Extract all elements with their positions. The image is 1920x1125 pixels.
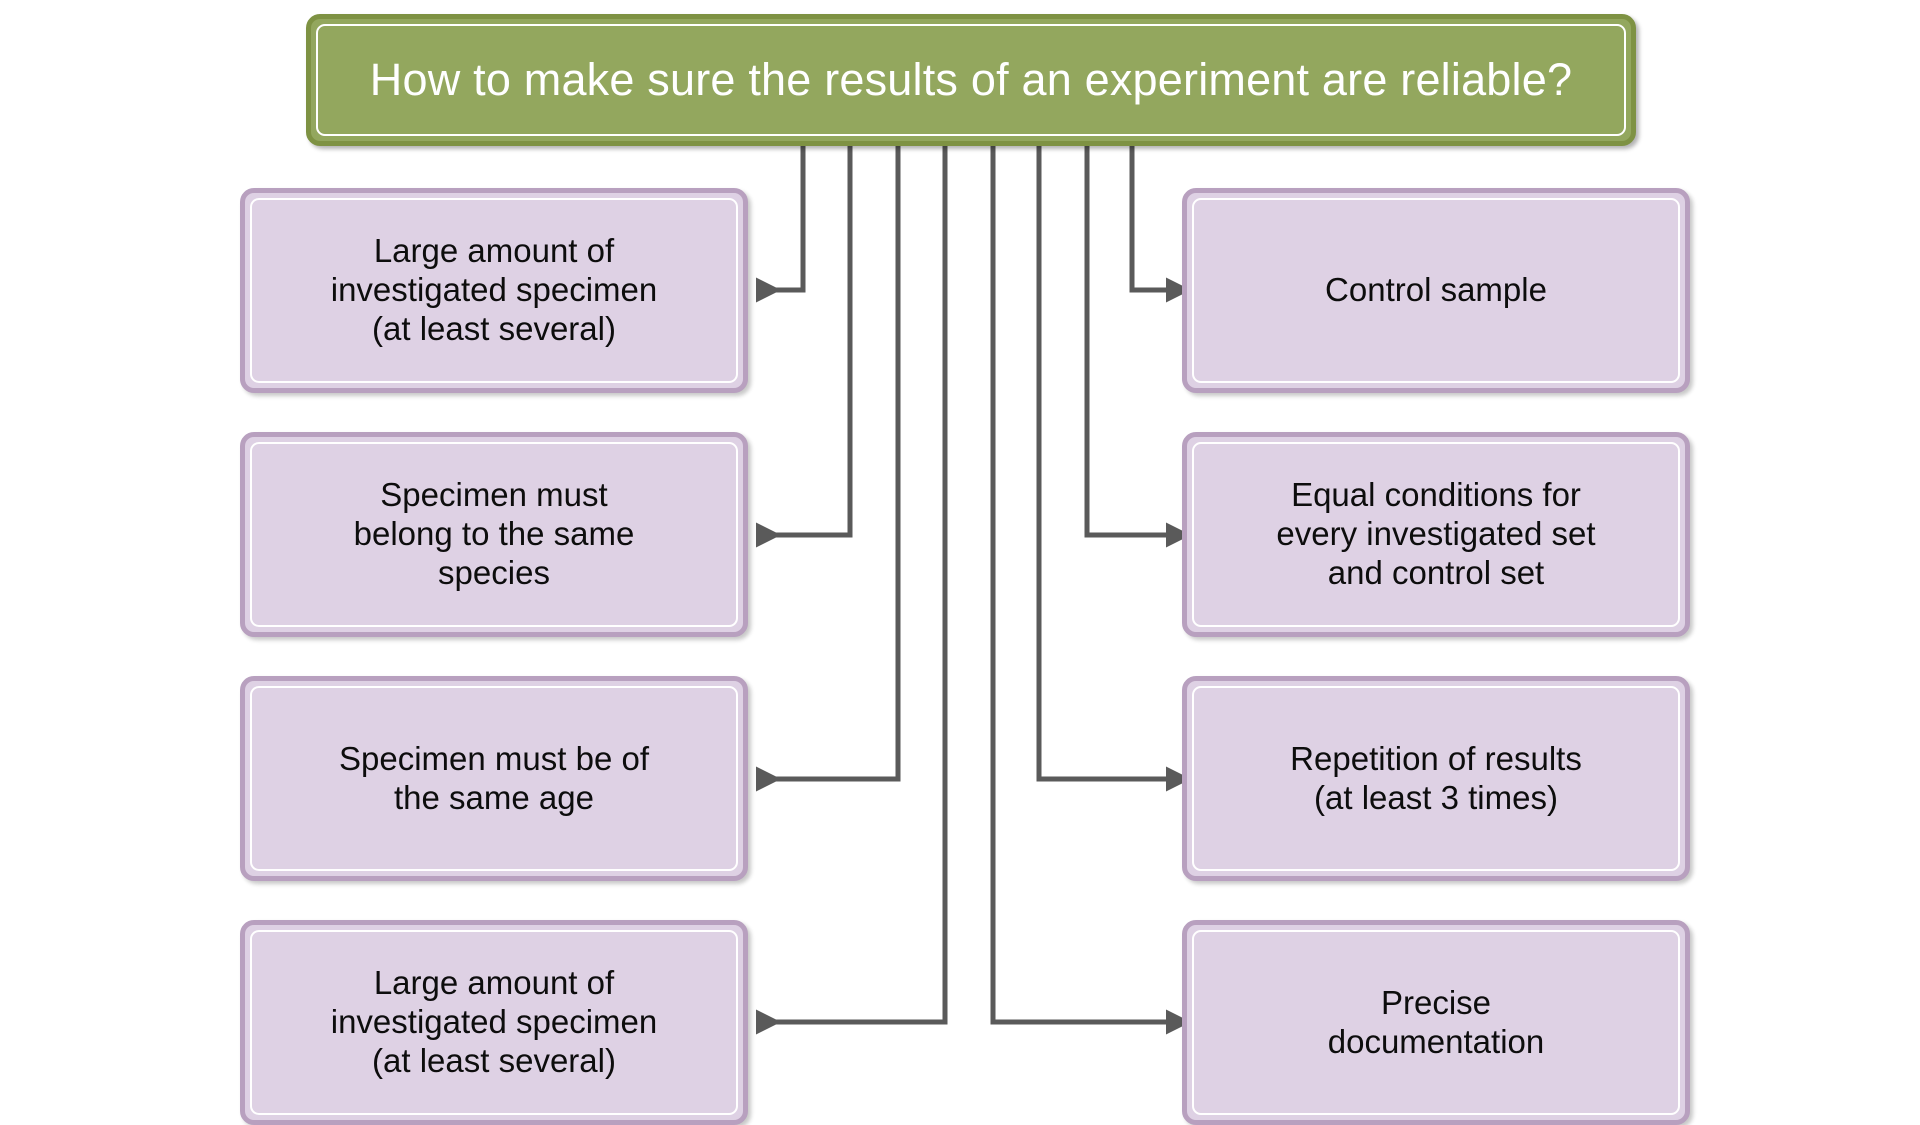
node-right-3-label: Repetition of results (at least 3 times) (1290, 739, 1582, 816)
edge-root-to-right-3 (1036, 146, 1191, 792)
node-right-4[interactable]: Precise documentation (1182, 920, 1690, 1125)
node-left-4-label: Large amount of investigated specimen (a… (330, 964, 658, 1079)
node-left-4[interactable]: Large amount of investigated specimen (a… (240, 920, 748, 1125)
node-right-3[interactable]: Repetition of results (at least 3 times) (1182, 676, 1690, 881)
edge-root-to-left-3 (755, 146, 901, 792)
edge-root-to-right-2 (1084, 146, 1191, 548)
edge-root-to-left-2 (755, 146, 853, 548)
node-left-1[interactable]: Large amount of investigated specimen (a… (240, 188, 748, 393)
edge-root-to-right-1 (1129, 146, 1191, 303)
node-left-3-label: Specimen must be of the same age (339, 739, 649, 816)
root-node-label: How to make sure the results of an exper… (369, 53, 1573, 105)
node-left-2[interactable]: Specimen must belong to the same species (240, 432, 748, 637)
edge-root-to-right-4 (990, 146, 1191, 1035)
node-left-3[interactable]: Specimen must be of the same age (240, 676, 748, 881)
node-right-2-label: Equal conditions for every investigated … (1276, 476, 1596, 591)
node-right-1-label: Control sample (1325, 271, 1547, 309)
node-right-4-label: Precise documentation (1327, 983, 1545, 1060)
node-left-1-label: Large amount of investigated specimen (a… (330, 232, 658, 347)
node-left-2-label: Specimen must belong to the same species (353, 476, 635, 591)
edge-root-to-left-1 (755, 146, 806, 303)
node-right-2[interactable]: Equal conditions for every investigated … (1182, 432, 1690, 637)
root-node-question[interactable]: How to make sure the results of an exper… (306, 14, 1636, 146)
edge-root-to-left-4 (755, 146, 948, 1035)
node-right-1[interactable]: Control sample (1182, 188, 1690, 393)
